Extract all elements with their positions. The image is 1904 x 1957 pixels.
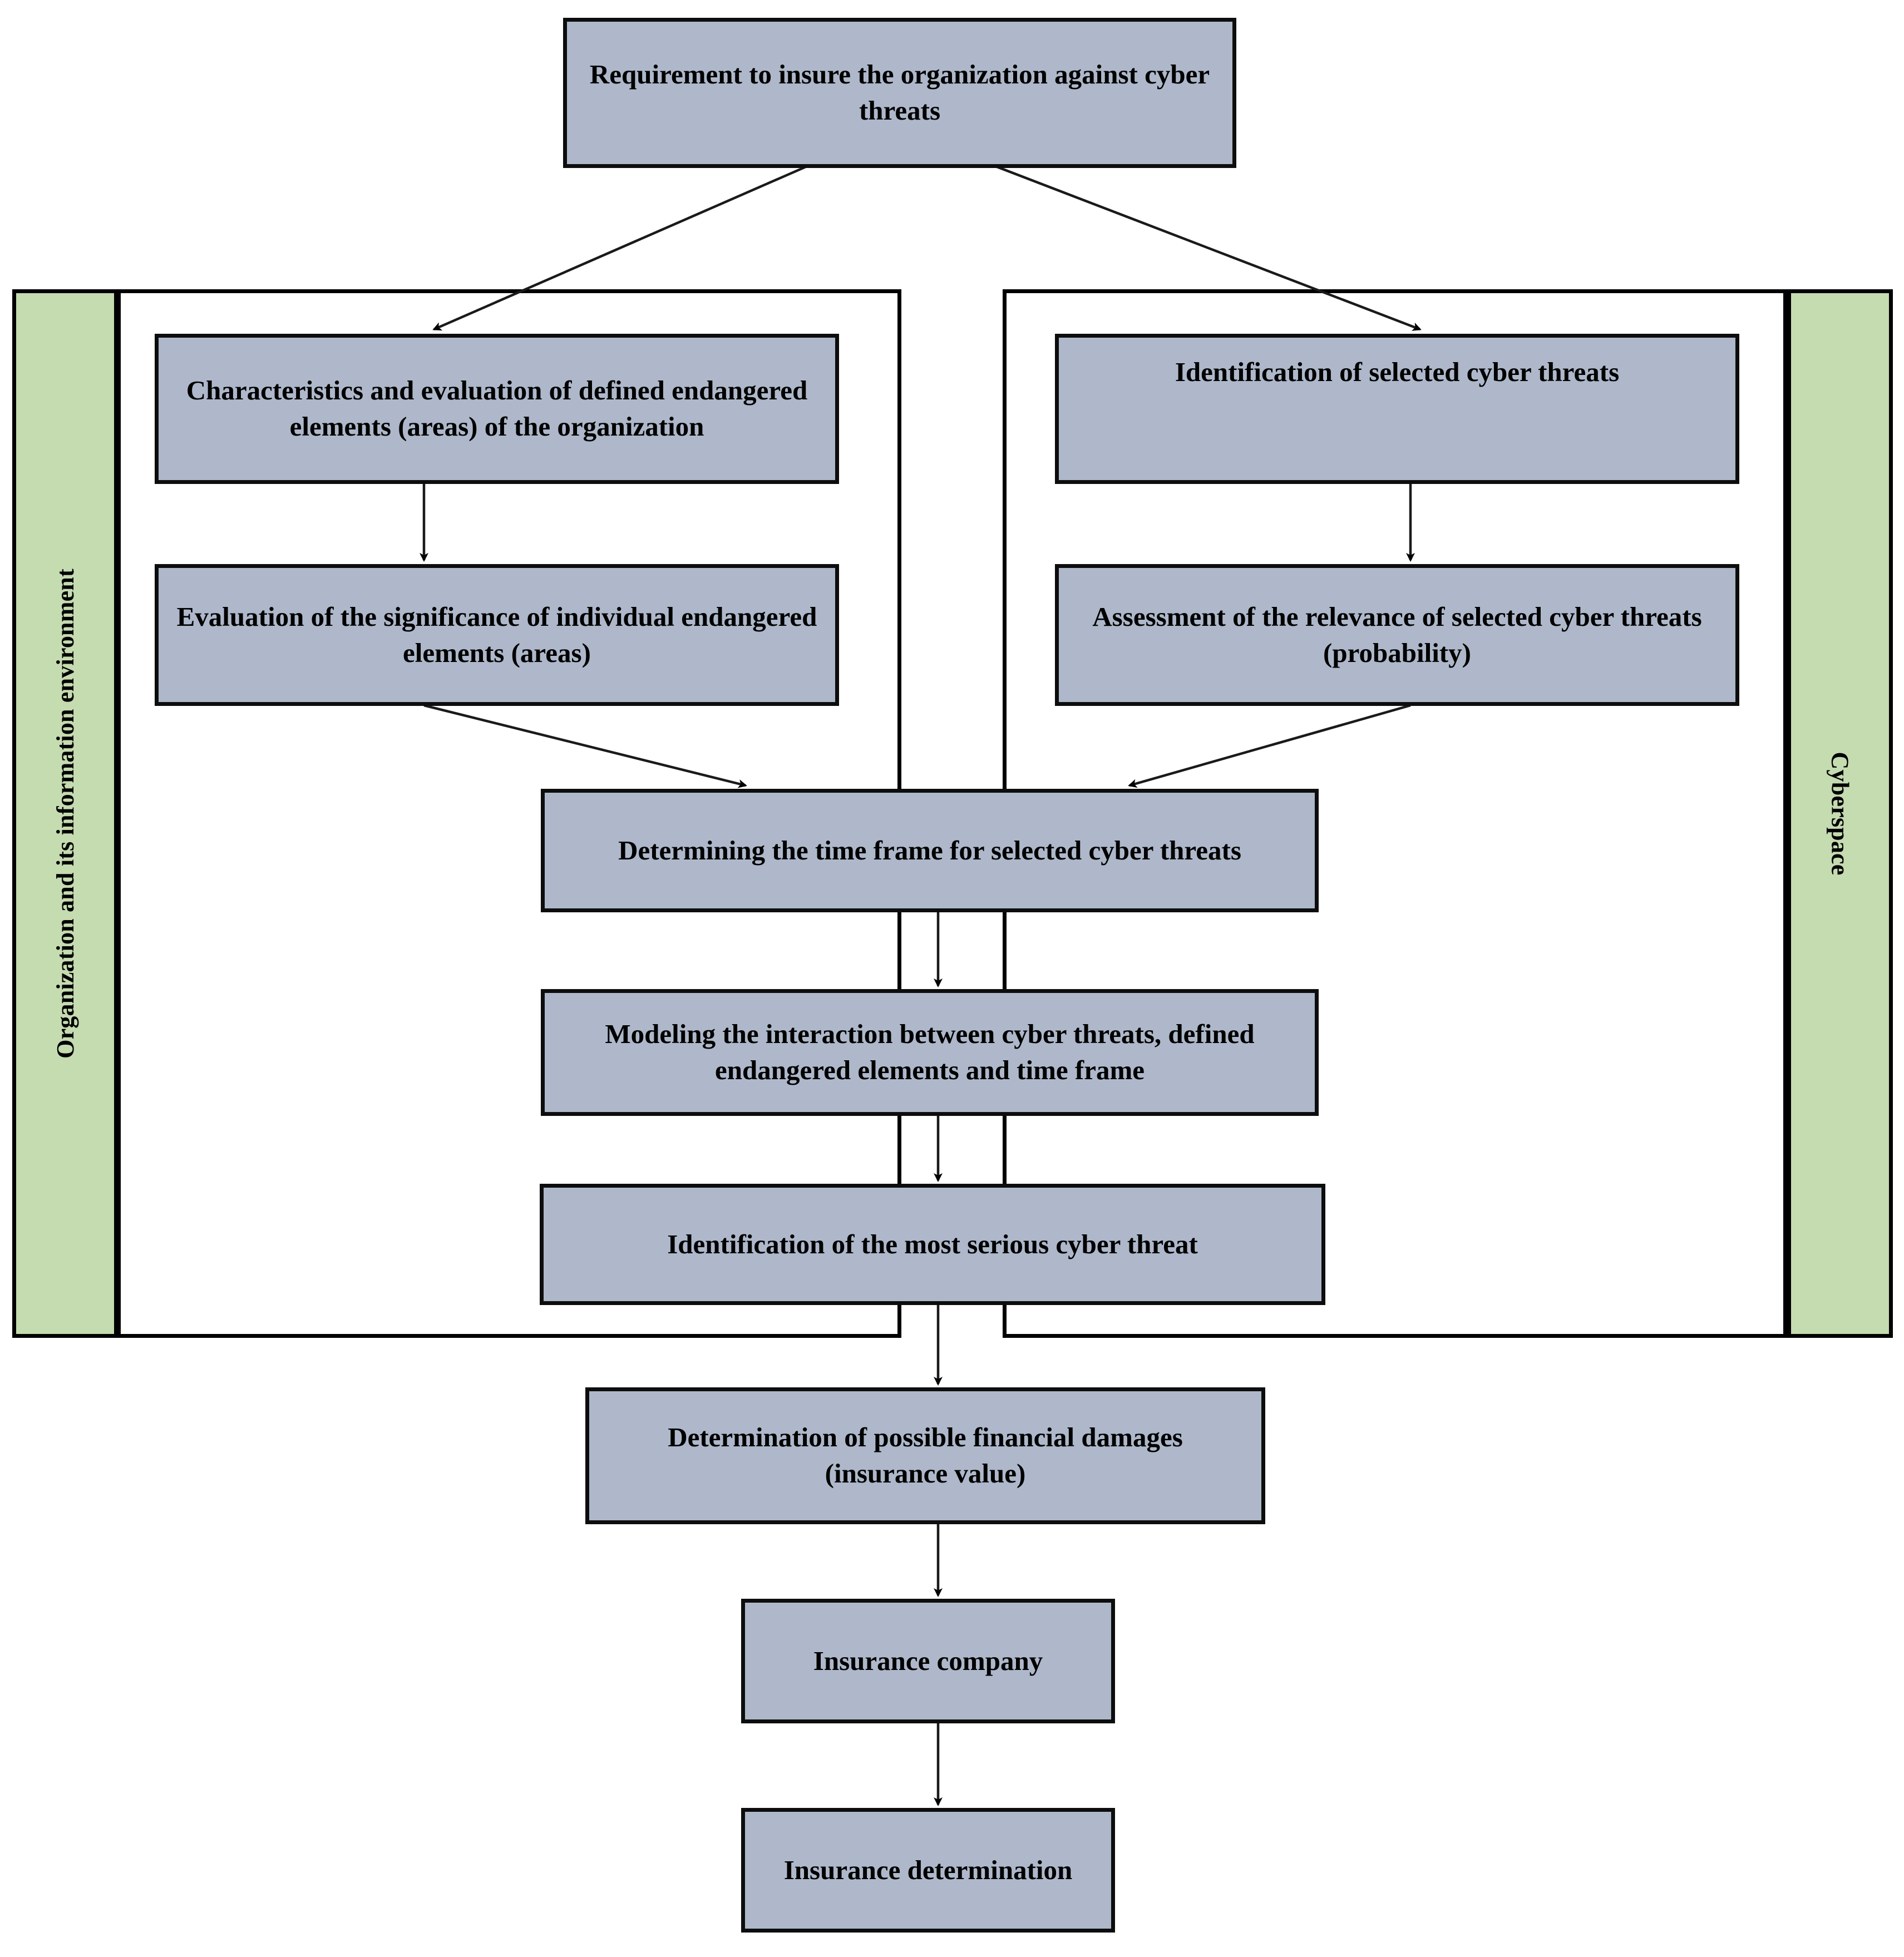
node-evaluation-significance[interactable]: Evaluation of the significance of indivi… (155, 564, 839, 706)
node-insurance-determination[interactable]: Insurance determination (741, 1808, 1115, 1933)
node-evaluation-significance-label: Evaluation of the significance of indivi… (176, 601, 817, 668)
lane-organization-label: Organization and its information environ… (51, 569, 79, 1059)
node-most-serious-label: Identification of the most serious cyber… (667, 1228, 1198, 1259)
node-identification-threats[interactable]: Identification of selected cyber threats (1055, 334, 1739, 484)
node-requirement[interactable]: Requirement to insure the organization a… (563, 18, 1236, 168)
node-time-frame-label: Determining the time frame for selected … (618, 834, 1241, 866)
node-financial-damages-label: Determination of possible financial dama… (668, 1422, 1183, 1489)
node-identification-threats-label: Identification of selected cyber threats (1175, 357, 1620, 387)
node-financial-damages[interactable]: Determination of possible financial dama… (585, 1387, 1265, 1524)
node-characteristics-label: Characteristics and evaluation of define… (186, 375, 808, 442)
node-characteristics[interactable]: Characteristics and evaluation of define… (155, 334, 839, 484)
lane-cyberspace: Cyberspace (1787, 289, 1893, 1338)
node-assessment-relevance[interactable]: Assessment of the relevance of selected … (1055, 564, 1739, 706)
node-insurance-company[interactable]: Insurance company (741, 1599, 1115, 1723)
node-modeling[interactable]: Modeling the interaction between cyber t… (541, 989, 1319, 1116)
node-modeling-label: Modeling the interaction between cyber t… (605, 1019, 1255, 1085)
node-assessment-relevance-label: Assessment of the relevance of selected … (1092, 601, 1702, 668)
node-time-frame[interactable]: Determining the time frame for selected … (541, 789, 1319, 912)
lane-cyberspace-label: Cyberspace (1826, 752, 1854, 876)
lane-organization: Organization and its information environ… (12, 289, 118, 1338)
node-insurance-determination-label: Insurance determination (783, 1854, 1073, 1885)
node-insurance-company-label: Insurance company (813, 1645, 1043, 1676)
node-requirement-label: Requirement to insure the organization a… (589, 59, 1210, 126)
node-most-serious[interactable]: Identification of the most serious cyber… (540, 1184, 1325, 1305)
